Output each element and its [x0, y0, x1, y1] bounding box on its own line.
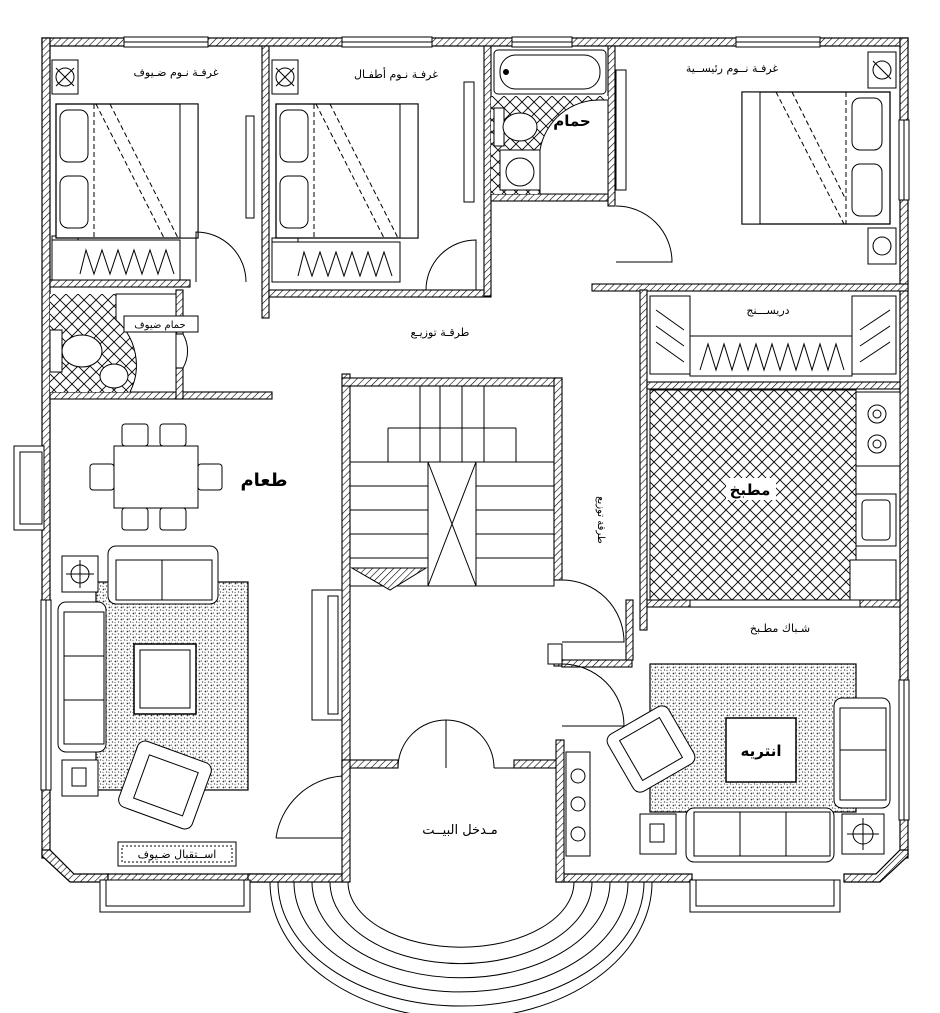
dressing: دريســـنج — [649, 295, 897, 377]
corridor-label: طرقة توزيع — [595, 496, 606, 544]
living-label: انتريه — [741, 742, 782, 760]
bathroom: حمام — [491, 49, 673, 263]
guest-bedroom-label: غرفـة نـوم ضـيوف — [134, 66, 219, 79]
kids-bedroom-label: غرفـة نـوم أطفـال — [354, 67, 438, 81]
dining-area — [89, 423, 223, 531]
entrance-label: مـدخل البيــت — [422, 823, 497, 838]
master-bedroom-label: غرفـة نــوم رئيســية — [686, 62, 779, 75]
kitchen-label: مطبخ — [730, 481, 771, 499]
kids-bedroom: غرفـة نـوم أطفـال — [271, 59, 477, 291]
stair-doors — [311, 579, 625, 727]
living-room: انتريه — [565, 663, 891, 863]
staircase — [349, 385, 555, 591]
guest-reception-label: اســتقبال ضـيوف — [138, 848, 217, 861]
kitchen: مطبخ شـباك مطـبخ — [649, 389, 901, 635]
kitchen-window-label: شـباك مطـبخ — [750, 622, 810, 635]
master-bedroom: غرفـة نــوم رئيســية — [626, 51, 897, 265]
guest-bathroom-label: حمام ضيوف — [134, 320, 185, 331]
outer-walls — [41, 37, 909, 883]
interior-walls — [49, 45, 909, 883]
entrance: مـدخل البيــت — [269, 719, 653, 1013]
bathroom-label: حمام — [553, 112, 591, 130]
guest-bedroom: غرفـة نـوم ضـيوف — [51, 59, 255, 283]
hallway-label: طرقـة توزيـع — [411, 326, 470, 339]
windows — [13, 36, 910, 913]
guest-reception: اســتقبال ضـيوف — [57, 545, 249, 867]
dining-label: طعام — [240, 470, 287, 491]
dressing-label: دريســـنج — [746, 304, 789, 317]
guest-bathroom: حمام ضيوف — [49, 293, 199, 393]
